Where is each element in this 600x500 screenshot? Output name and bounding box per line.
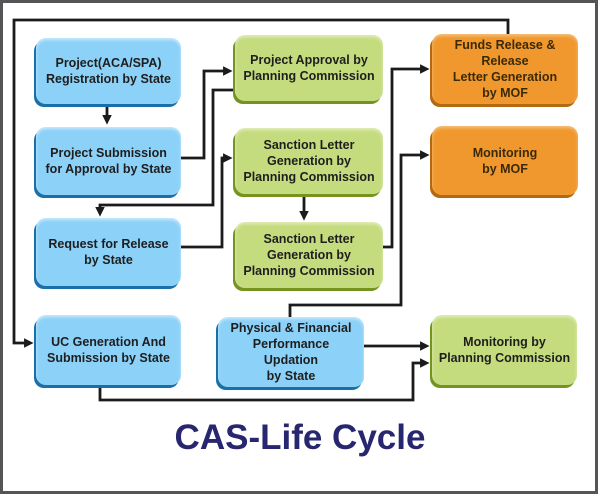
- box-sanction-letter-generation-1: Sanction Letter Generation by Planning C…: [235, 128, 383, 194]
- box-monitoring-planning-commission: Monitoring by Planning Commission: [432, 315, 577, 385]
- box-project-submission: Project Submission for Approval by State: [36, 127, 181, 195]
- box-physical-financial-updation: Physical & Financial Performance Updatio…: [218, 317, 364, 387]
- box-project-registration: Project(ACA/SPA) Registration by State: [36, 38, 181, 104]
- box-funds-release: Funds Release & Release Letter Generatio…: [432, 34, 578, 104]
- box-uc-generation: UC Generation And Submission by State: [36, 315, 181, 385]
- box-sanction-letter-generation-2: Sanction Letter Generation by Planning C…: [235, 222, 383, 288]
- box-project-approval: Project Approval by Planning Commission: [235, 35, 383, 101]
- box-monitoring-mof: Monitoring by MOF: [432, 126, 578, 195]
- box-request-for-release: Request for Release by State: [36, 218, 181, 286]
- diagram-title: CAS-Life Cycle: [174, 418, 426, 457]
